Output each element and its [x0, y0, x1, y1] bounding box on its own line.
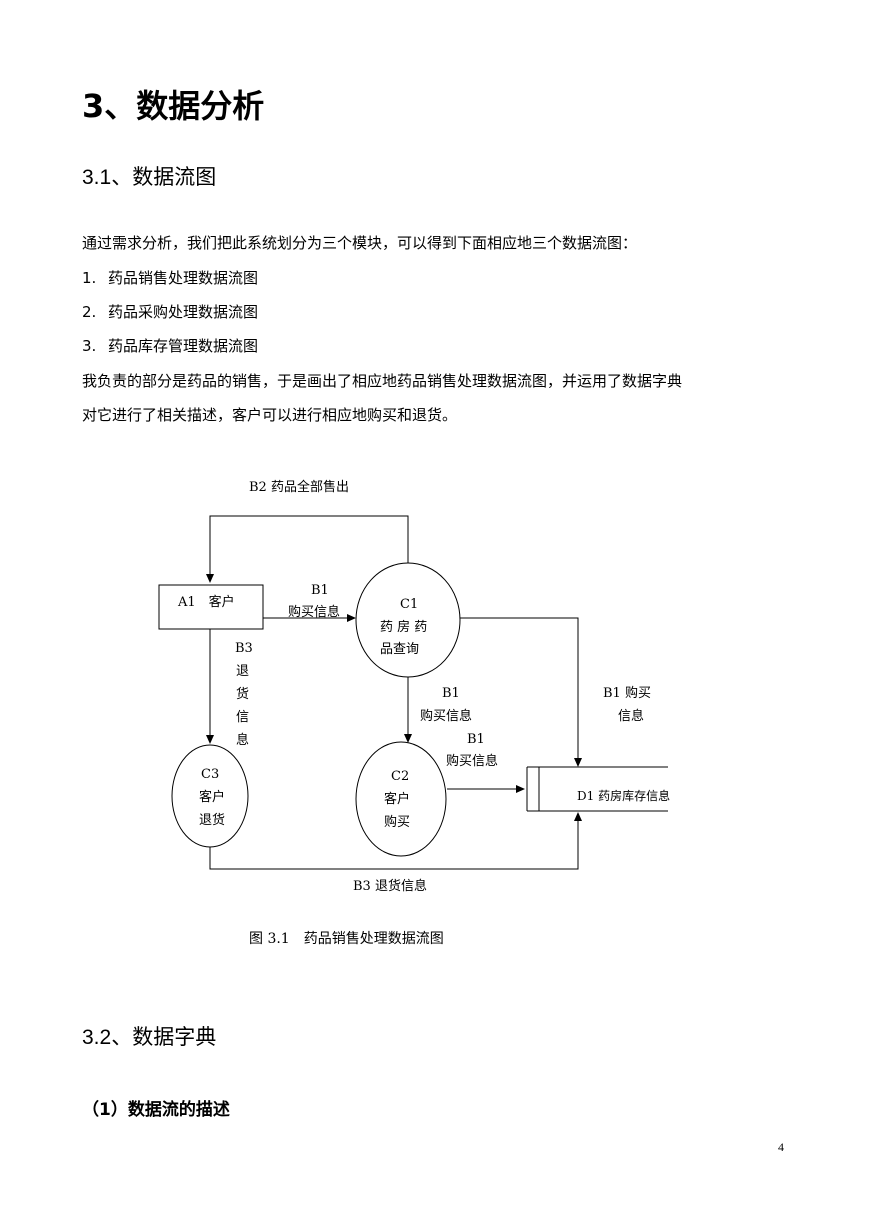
flow-label-b3-vertical: 退	[236, 664, 249, 679]
flow-label-b1-code: B1	[311, 583, 329, 598]
flow-b2-line	[206, 515, 409, 583]
flow-label-b3-bottom: B3 退货信息	[353, 878, 427, 894]
flow-label-b1-right-line1: B1 购买	[603, 685, 651, 701]
process-c3-line: 退货	[199, 812, 225, 828]
entity-a1-customer	[158, 584, 264, 630]
list-item: 3. 药品库存管理数据流图	[82, 336, 258, 356]
list-item: 1. 药品销售处理数据流图	[82, 268, 258, 288]
list-number: 3.	[82, 337, 97, 355]
datastore-d1-label: D1 药房库存信息	[577, 788, 670, 803]
body-paragraph-line: 我负责的部分是药品的销售，于是画出了相应地药品销售处理数据流图，并运用了数据字典	[82, 372, 683, 390]
process-c2-line: C2	[391, 769, 409, 784]
section-heading: 3、数据分析	[82, 87, 265, 125]
list-number: 1.	[82, 269, 97, 287]
flow-label-b1-low-code: B1	[467, 732, 485, 747]
flow-label-b1-mid-code: B1	[442, 686, 460, 701]
process-c2-line: 购买	[384, 814, 410, 830]
flow-label-b2: B2 药品全部售出	[249, 479, 349, 495]
flow-label-b3-vertical: 息	[236, 732, 249, 748]
body-paragraph-line: 对它进行了相关描述，客户可以进行相应地购买和退货。	[82, 406, 458, 424]
process-c2	[355, 741, 447, 857]
flow-label-b1-low-text: 购买信息	[446, 753, 498, 769]
flow-label-b3-vertical: 信	[236, 710, 249, 725]
flow-b3-c3-d1	[209, 812, 582, 870]
list-text: 药品销售处理数据流图	[108, 269, 259, 287]
flow-label-b1-mid-text: 购买信息	[420, 708, 472, 724]
entity-a1-label: A1 客户	[177, 594, 235, 610]
flow-label-b3-vertical: 货	[236, 686, 249, 702]
process-c3-line: 客户	[199, 789, 225, 805]
list-text: 药品库存管理数据流图	[108, 337, 259, 355]
page-number: 4	[778, 1140, 784, 1154]
intro-paragraph: 通过需求分析，我们把此系统划分为三个模块，可以得到下面相应地三个数据流图：	[82, 234, 638, 252]
list-number: 2.	[82, 303, 97, 321]
sub-subsection-title: （1）数据流的描述	[82, 1100, 230, 1120]
subsection-title-dictionary: 3.2、数据字典	[82, 1026, 217, 1049]
process-c3-line: C3	[201, 767, 219, 782]
flow-label-b3-vertical: B3	[235, 641, 253, 656]
flow-label-b1-right-line2: 信息	[618, 708, 644, 724]
list-text: 药品采购处理数据流图	[108, 303, 259, 321]
process-c1-line2: 品查询	[380, 642, 419, 657]
process-c1-code: C1	[400, 597, 418, 612]
figure-caption: 图 3.1 药品销售处理数据流图	[249, 931, 444, 947]
flow-label-b1-text: 购买信息	[288, 604, 340, 620]
subsection-title-dfd: 3.1、数据流图	[82, 166, 217, 189]
process-c2-line: 客户	[384, 791, 410, 807]
process-c1-line1: 药 房 药	[380, 619, 427, 635]
flow-b1-c1-d1	[460, 617, 582, 767]
list-item: 2. 药品采购处理数据流图	[82, 302, 258, 322]
